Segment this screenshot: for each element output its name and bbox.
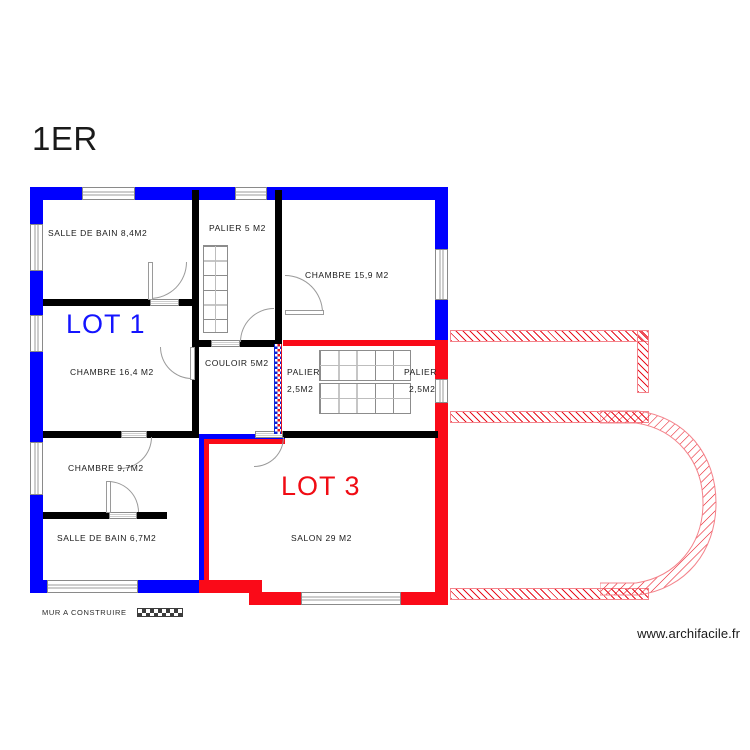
extension-rounded-end bbox=[600, 410, 717, 596]
site-watermark: www.archifacile.fr bbox=[637, 626, 740, 641]
exterior-wall-right-blue-1 bbox=[435, 187, 448, 249]
interior-wall-palier-bottom bbox=[192, 340, 211, 347]
lot3-boundary-wall-upper-red bbox=[204, 439, 285, 444]
door-swing-salle-de-bain-haut bbox=[150, 262, 187, 299]
room-label-palier-droit-area: 2,5M2 bbox=[409, 384, 436, 394]
staircase-lower-direction-arrow bbox=[320, 398, 410, 399]
staircase-upper-direction-arrow bbox=[320, 365, 410, 366]
door-swing-couloir bbox=[160, 347, 192, 379]
wall-to-construct bbox=[274, 344, 282, 434]
room-label-chambre-16-4: CHAMBRE 16,4 M2 bbox=[70, 367, 154, 377]
interior-wall-stair-bottom-2 bbox=[283, 431, 438, 438]
lot3-boundary-wall-left-blue bbox=[199, 434, 204, 584]
interior-wall-vertical-palier-left bbox=[192, 190, 199, 346]
window-left-1 bbox=[30, 224, 43, 271]
interior-wall-couloir-vertical bbox=[192, 346, 199, 434]
exterior-wall-right-red-1 bbox=[435, 340, 448, 379]
room-label-chambre-9-7: CHAMBRE 9,7M2 bbox=[68, 463, 144, 473]
room-label-couloir-5: COULOIR 5M2 bbox=[205, 358, 269, 368]
interior-wall-chambre164-bottom-2 bbox=[147, 431, 199, 438]
interior-wall-palier-bottom-2 bbox=[240, 340, 282, 347]
room-label-salle-de-bain-haut: SALLE DE BAIN 8,4M2 bbox=[48, 228, 148, 238]
extension-wall-upper-top bbox=[450, 330, 649, 342]
room-label-palier-gauche-area: 2,5M2 bbox=[287, 384, 314, 394]
exterior-wall-bottom-blue-1 bbox=[30, 580, 47, 593]
lot3-boundary-wall-top bbox=[283, 340, 448, 346]
lot-label-lot3: LOT 3 bbox=[281, 471, 361, 501]
window-top-left bbox=[82, 187, 135, 200]
room-label-salle-de-bain-bas: SALLE DE BAIN 6,7M2 bbox=[57, 533, 157, 543]
staircase-palier5-direction-arrow bbox=[215, 246, 216, 332]
exterior-wall-bottom-blue-2 bbox=[138, 580, 200, 593]
lot3-boundary-wall-upper-blue bbox=[199, 434, 285, 439]
door-leaf-couloir bbox=[190, 347, 195, 380]
door-leaf-chambre159 bbox=[285, 310, 324, 315]
extension-wall-lower-bottom bbox=[450, 588, 649, 600]
door-swing-chambre97 bbox=[108, 481, 139, 512]
lot3-exterior-wall-bottom-2 bbox=[249, 592, 301, 605]
lot3-exterior-wall-bottom-1 bbox=[199, 580, 262, 593]
exterior-wall-left-3 bbox=[30, 352, 43, 442]
window-bottom-left bbox=[47, 580, 138, 593]
window-right-red bbox=[435, 379, 448, 403]
room-label-palier-5: PALIER 5 M2 bbox=[209, 223, 266, 233]
door-swing-salon bbox=[254, 437, 284, 467]
extension-wall-upper-right bbox=[637, 330, 649, 393]
exterior-wall-right-red-2 bbox=[435, 403, 448, 601]
interior-wall-bath-top-horizontal bbox=[43, 299, 150, 306]
lot-label-lot1: LOT 1 bbox=[66, 309, 146, 339]
door-opening-bath-top bbox=[150, 299, 179, 306]
interior-wall-chambre164-bottom bbox=[43, 431, 121, 438]
room-label-palier-droit: PALIER bbox=[404, 367, 437, 377]
lot3-exterior-wall-bottom-3 bbox=[401, 592, 448, 605]
room-label-palier-gauche: PALIER bbox=[287, 367, 320, 377]
lot3-boundary-wall-left-red bbox=[204, 436, 209, 584]
exterior-wall-top-1 bbox=[30, 187, 82, 200]
window-right-blue bbox=[435, 249, 448, 300]
room-label-salon-29: SALON 29 M2 bbox=[291, 533, 352, 543]
interior-wall-vertical-palier-right bbox=[275, 190, 282, 340]
door-leaf-chambre97 bbox=[106, 481, 111, 513]
exterior-wall-left-4 bbox=[30, 495, 43, 593]
exterior-wall-left-1 bbox=[30, 187, 43, 224]
interior-wall-chambre97-bottom bbox=[43, 512, 109, 519]
room-label-chambre-15-9: CHAMBRE 15,9 M2 bbox=[305, 270, 389, 280]
window-bottom-red bbox=[301, 592, 401, 605]
window-top-right bbox=[235, 187, 267, 200]
door-opening-palier-bottom bbox=[211, 340, 240, 347]
legend-label: MUR A CONSTRUIRE bbox=[42, 608, 127, 617]
exterior-wall-left-2 bbox=[30, 271, 43, 315]
exterior-wall-right-blue-2 bbox=[435, 300, 448, 340]
door-leaf-salle-de-bain-haut bbox=[148, 262, 153, 300]
exterior-wall-top-3 bbox=[267, 187, 448, 200]
window-left-3 bbox=[30, 442, 43, 495]
interior-wall-chambre97-bottom-2 bbox=[137, 512, 167, 519]
legend: MUR A CONSTRUIRE bbox=[42, 608, 183, 617]
door-swing-palier5 bbox=[240, 308, 274, 342]
exterior-wall-top-2 bbox=[135, 187, 235, 200]
interior-wall-bath-top-horizontal-2 bbox=[179, 299, 196, 306]
door-opening-chambre97 bbox=[109, 512, 137, 519]
page-title: 1ER bbox=[32, 120, 98, 157]
hatched-wall-swatch-icon bbox=[136, 608, 183, 617]
window-left-2 bbox=[30, 315, 43, 352]
